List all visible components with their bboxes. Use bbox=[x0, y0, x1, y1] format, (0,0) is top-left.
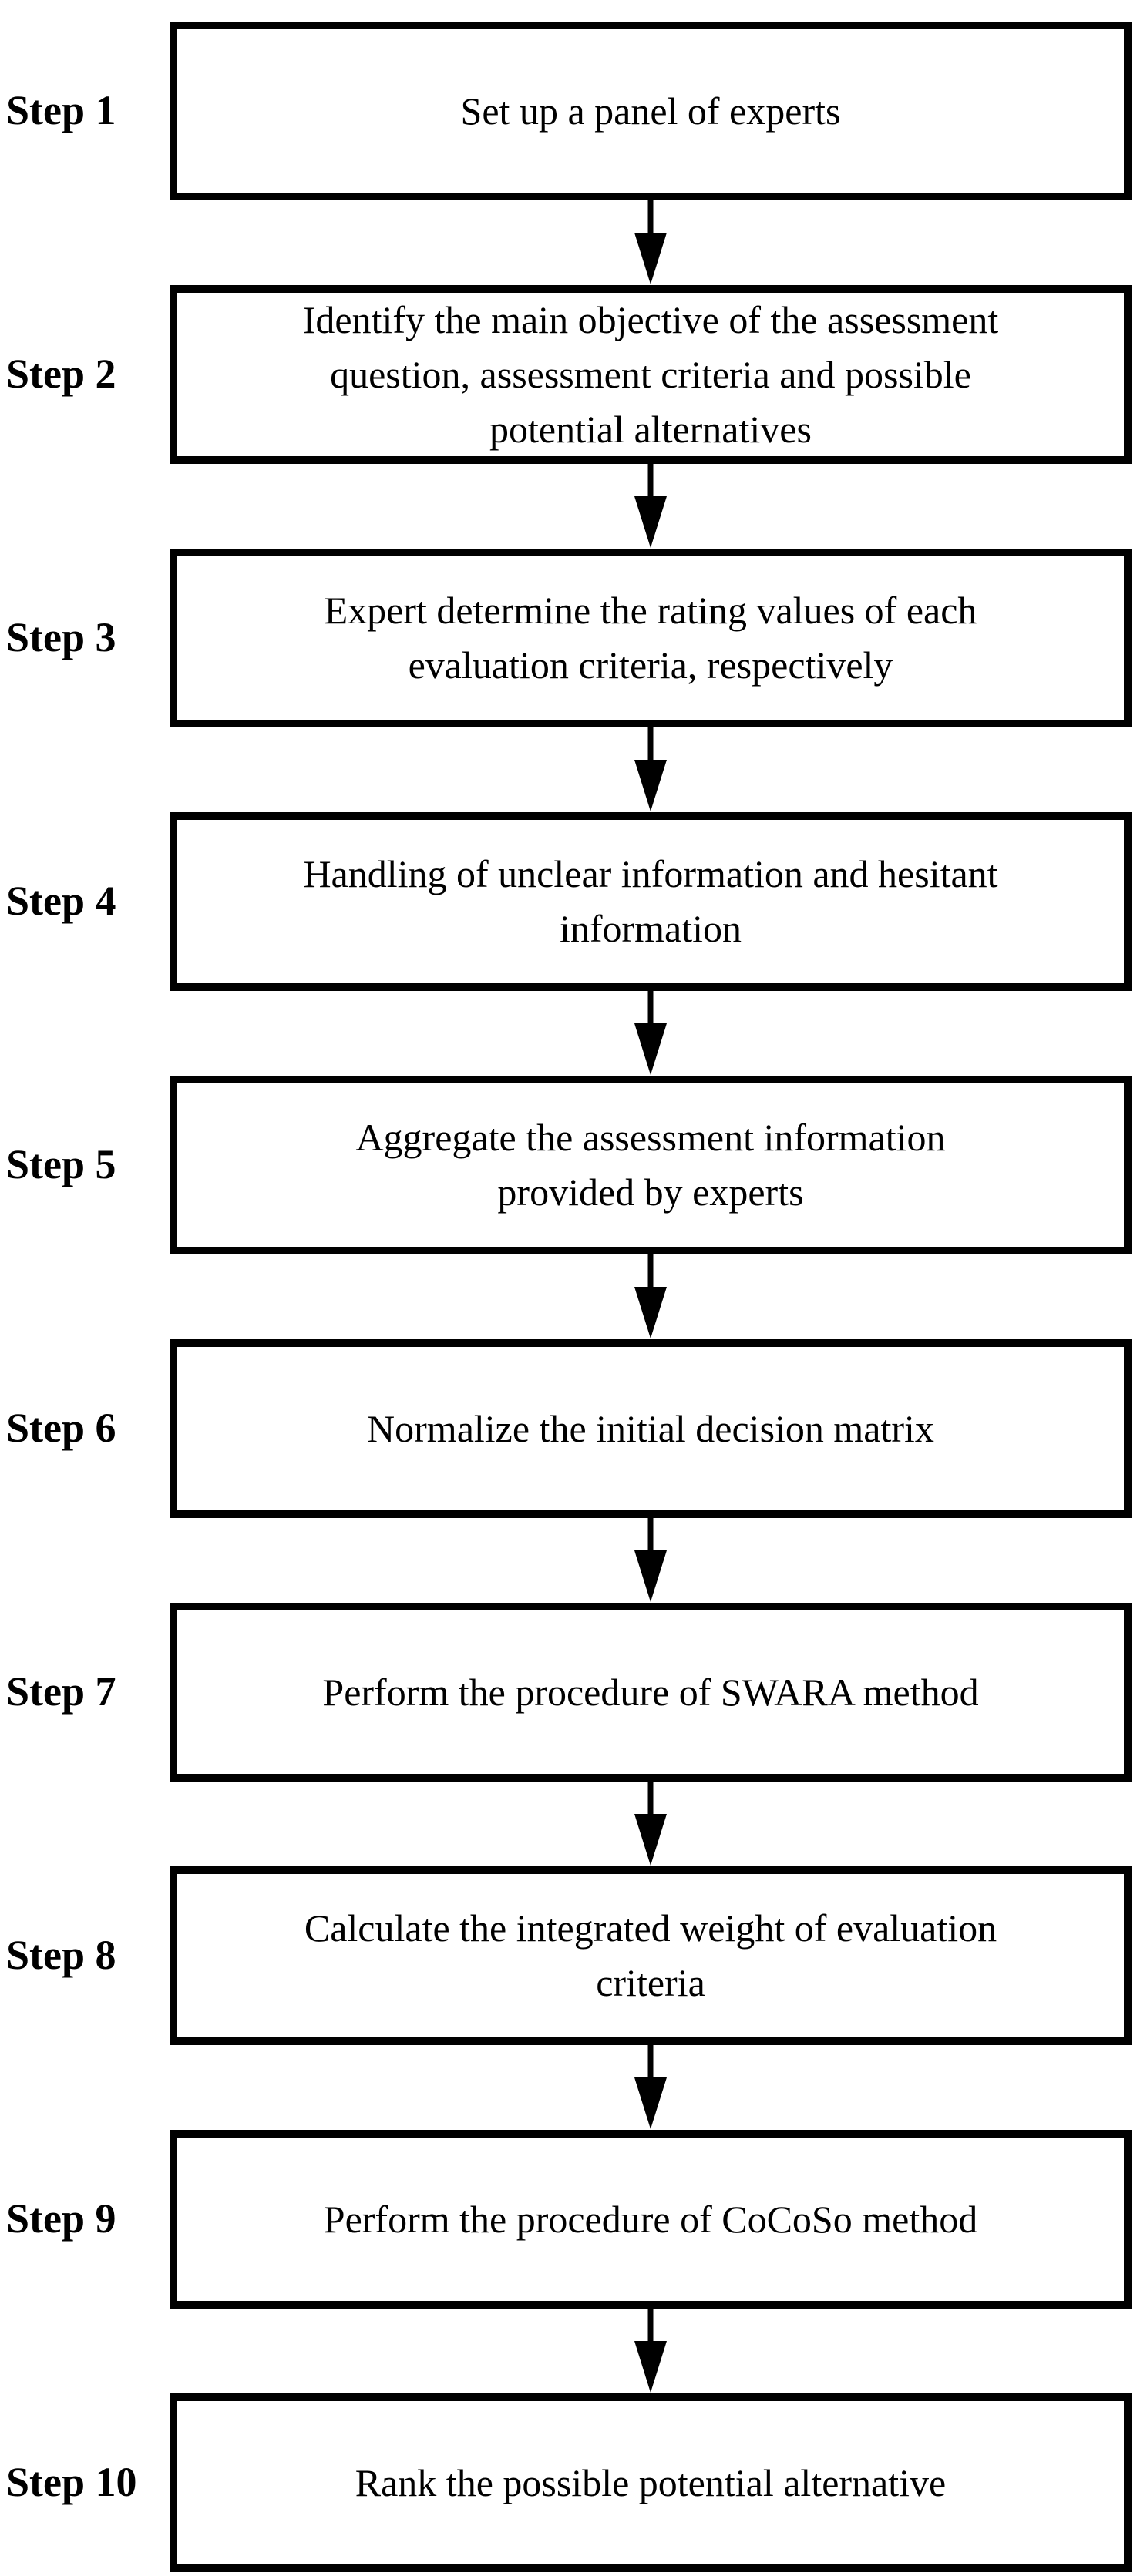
step-1-label: Step 1 bbox=[6, 87, 116, 134]
step-5-label: Step 5 bbox=[6, 1141, 116, 1188]
step-10-box: Rank the possible potential alternative bbox=[170, 2393, 1132, 2572]
step-7-box: Perform the procedure of SWARA method bbox=[170, 1603, 1132, 1782]
down-arrow-icon bbox=[634, 200, 667, 284]
step-row-5: Step 5 Aggregate the assessment informat… bbox=[0, 1076, 1147, 1254]
step-6-text: Normalize the initial decision matrix bbox=[367, 1406, 934, 1450]
step-1-text: Set up a panel of experts bbox=[460, 89, 841, 133]
down-arrow-icon bbox=[634, 991, 667, 1075]
down-arrow-icon bbox=[634, 1518, 667, 1602]
step-3-label: Step 3 bbox=[6, 614, 116, 661]
step-row-4: Step 4 Handling of unclear information a… bbox=[0, 812, 1147, 991]
step-row-2: Step 2 Identify the main objective of th… bbox=[0, 285, 1147, 464]
step-3-box: Expert determine the rating values of ea… bbox=[170, 549, 1132, 727]
step-4-box: Handling of unclear information and hesi… bbox=[170, 812, 1132, 991]
step-7-text: Perform the procedure of SWARA method bbox=[322, 1670, 979, 1714]
down-arrow-icon bbox=[634, 464, 667, 548]
flowchart-column: Step 1 Set up a panel of experts Step 2 … bbox=[0, 22, 1147, 2572]
step-1-box: Set up a panel of experts bbox=[170, 22, 1132, 200]
down-arrow-icon bbox=[634, 2309, 667, 2393]
step-8-box: Calculate the integrated weight of evalu… bbox=[170, 1866, 1132, 2045]
step-5-text: Aggregate the assessment information pro… bbox=[355, 1116, 946, 1214]
step-2-box: Identify the main objective of the asses… bbox=[170, 285, 1132, 464]
step-3-text: Expert determine the rating values of ea… bbox=[324, 589, 977, 687]
down-arrow-icon bbox=[634, 2045, 667, 2129]
step-7-label: Step 7 bbox=[6, 1668, 116, 1715]
step-8-label: Step 8 bbox=[6, 1932, 116, 1979]
step-5-box: Aggregate the assessment information pro… bbox=[170, 1076, 1132, 1254]
flow-arrow-3 bbox=[0, 727, 1147, 812]
step-10-text: Rank the possible potential alternative bbox=[355, 2460, 947, 2504]
flow-arrow-7 bbox=[0, 1782, 1147, 1866]
step-row-7: Step 7 Perform the procedure of SWARA me… bbox=[0, 1603, 1147, 1782]
step-9-text: Perform the procedure of CoCoSo method bbox=[323, 2197, 978, 2241]
step-9-box: Perform the procedure of CoCoSo method bbox=[170, 2130, 1132, 2309]
flow-arrow-8 bbox=[0, 2045, 1147, 2130]
step-6-box: Normalize the initial decision matrix bbox=[170, 1339, 1132, 1518]
flow-arrow-6 bbox=[0, 1518, 1147, 1603]
down-arrow-icon bbox=[634, 1254, 667, 1338]
flow-arrow-4 bbox=[0, 991, 1147, 1076]
step-8-text: Calculate the integrated weight of evalu… bbox=[304, 1906, 997, 2004]
step-2-label: Step 2 bbox=[6, 351, 116, 398]
flow-arrow-5 bbox=[0, 1254, 1147, 1339]
step-row-9: Step 9 Perform the procedure of CoCoSo m… bbox=[0, 2130, 1147, 2309]
flow-arrow-1 bbox=[0, 200, 1147, 285]
step-row-8: Step 8 Calculate the integrated weight o… bbox=[0, 1866, 1147, 2045]
step-4-label: Step 4 bbox=[6, 878, 116, 925]
step-row-1: Step 1 Set up a panel of experts bbox=[0, 22, 1147, 200]
step-10-label: Step 10 bbox=[6, 2459, 137, 2506]
down-arrow-icon bbox=[634, 1782, 667, 1866]
step-9-label: Step 9 bbox=[6, 2195, 116, 2242]
step-row-10: Step 10 Rank the possible potential alte… bbox=[0, 2393, 1147, 2572]
down-arrow-icon bbox=[634, 727, 667, 811]
step-4-text: Handling of unclear information and hesi… bbox=[303, 852, 998, 950]
step-2-text: Identify the main objective of the asses… bbox=[302, 297, 999, 451]
step-row-6: Step 6 Normalize the initial decision ma… bbox=[0, 1339, 1147, 1518]
step-row-3: Step 3 Expert determine the rating value… bbox=[0, 549, 1147, 727]
flow-arrow-9 bbox=[0, 2309, 1147, 2393]
step-6-label: Step 6 bbox=[6, 1405, 116, 1452]
flow-arrow-2 bbox=[0, 464, 1147, 549]
